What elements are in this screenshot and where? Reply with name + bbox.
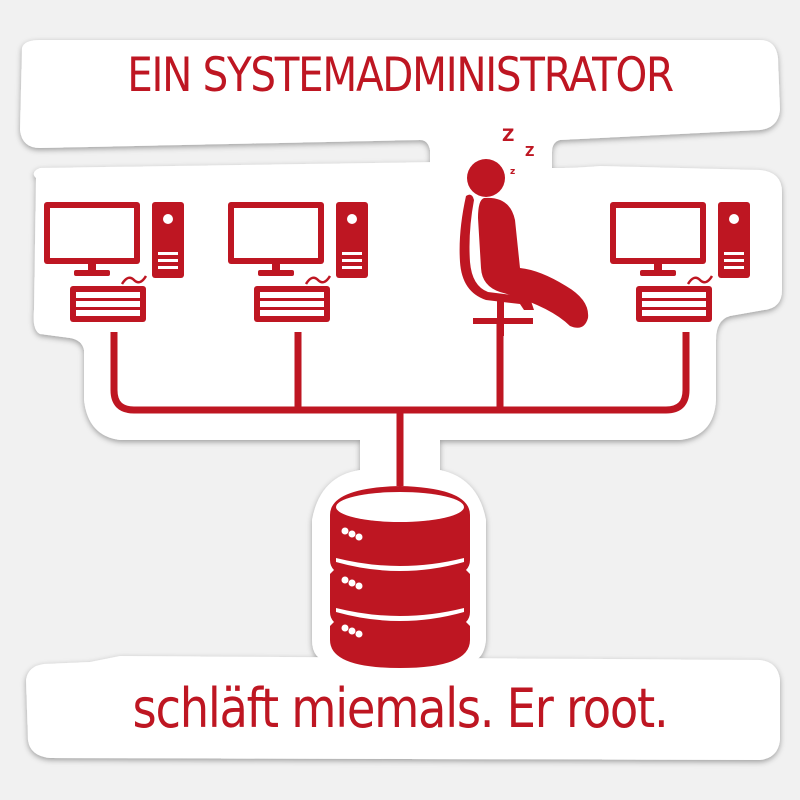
- sleep-z-medium: Z: [525, 145, 535, 160]
- sleeping-admin-icon: [459, 159, 589, 336]
- headline-text: EIN SYSTEMADMINISTRATOR: [127, 48, 674, 103]
- workstation-icon: [44, 202, 184, 322]
- sleep-z-small: z: [510, 167, 516, 177]
- workstation-icon: [610, 202, 750, 322]
- sleep-z-large: Z: [502, 126, 515, 146]
- tagline-text: schläft miemals. Er root.: [132, 677, 669, 740]
- database-server-icon: [330, 486, 470, 668]
- workstation-icon: [228, 202, 368, 322]
